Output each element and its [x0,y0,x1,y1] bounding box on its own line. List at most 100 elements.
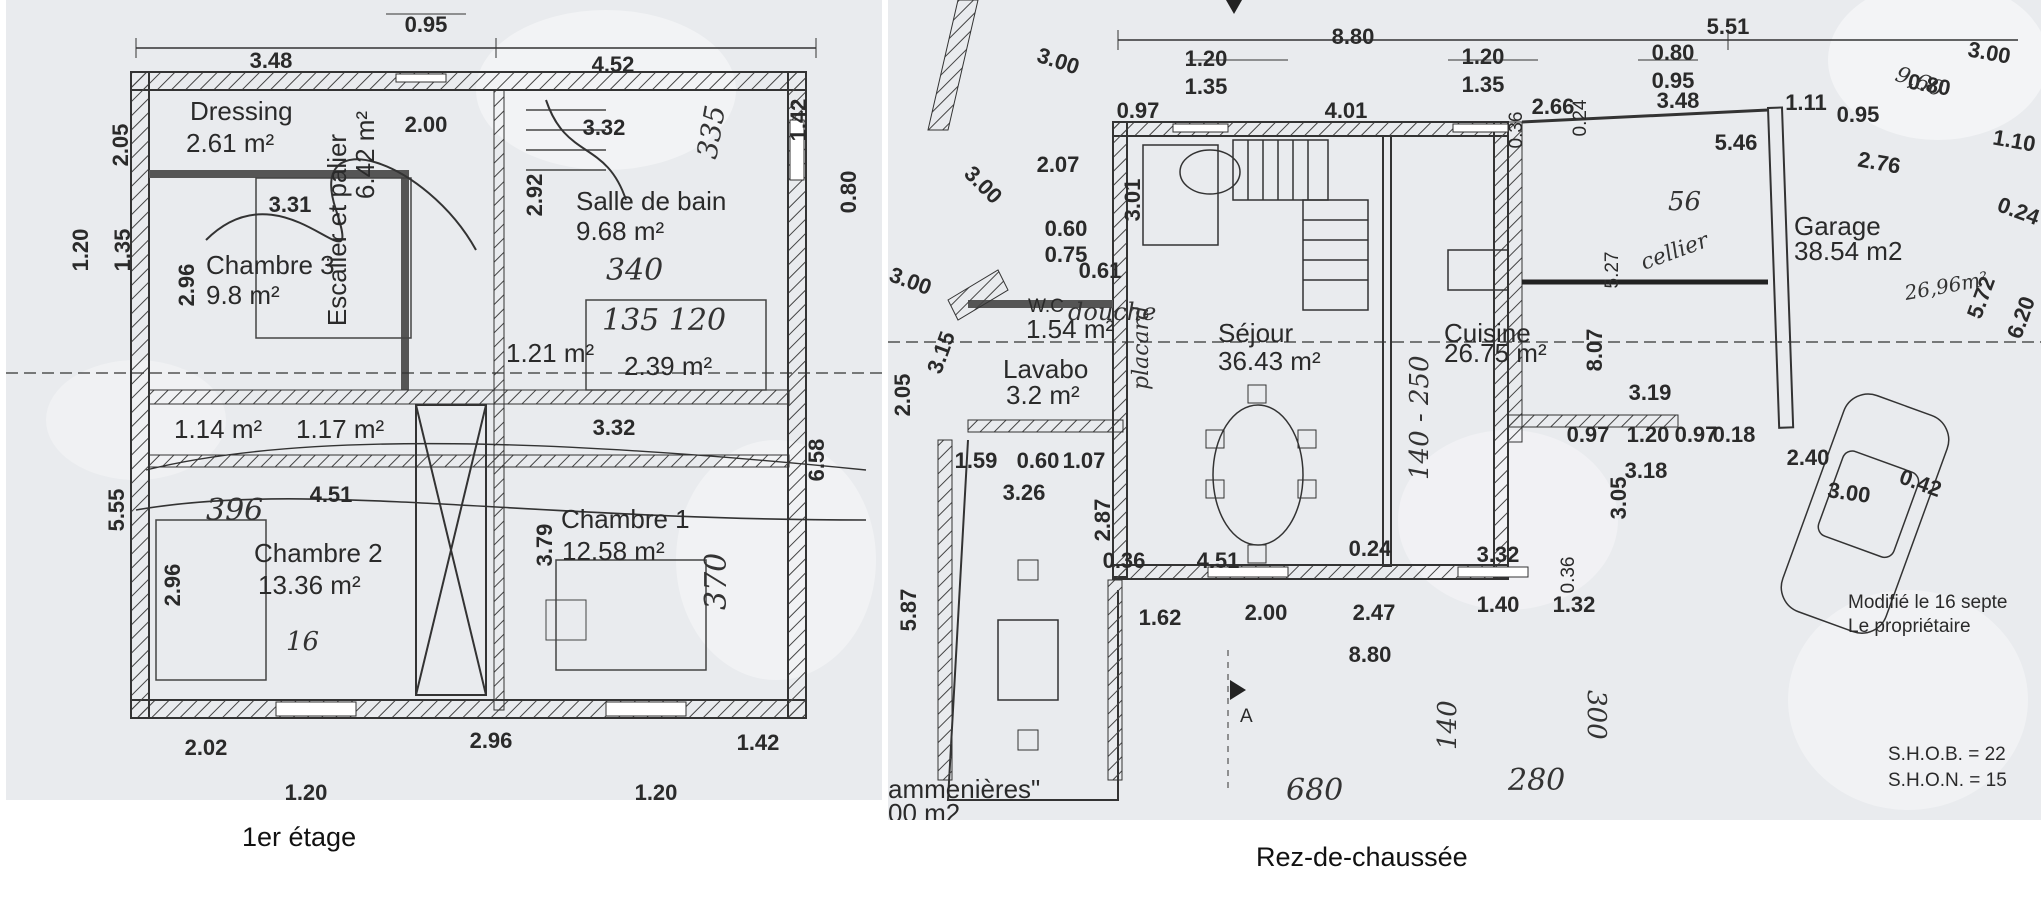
dim-label: 1.62 [1139,605,1182,630]
dim-label: 1.59 [955,448,998,473]
handwritten-note: 300 [1581,690,1611,740]
dim-label: 6.58 [804,439,829,482]
dim-label: 1.35 [1185,74,1228,99]
handwritten-note: 135 120 [602,303,726,338]
dim-label: 0.24 [1570,99,1591,136]
dim-label: 1.42 [786,99,811,142]
room-area-small-d: 2.39 m² [624,351,712,381]
handwritten-note: 140 [1433,700,1463,750]
dim-label: 1.35 [110,229,135,272]
dim-label: 1.20 [635,780,678,800]
room-label-sejour: Séjour [1218,318,1293,348]
room-area-chambre-3: 9.8 m² [206,280,280,310]
room-area-wc: 1.54 m² [1026,314,1114,344]
handwritten-note: 680 [1286,773,1343,808]
dim-label: 2.47 [1353,600,1396,625]
dim-label: 2.00 [405,112,448,137]
caption-ground-floor: Rez-de-chaussée [1256,842,1468,872]
dim-label: 0.95 [405,12,448,37]
dim-label: 3.79 [532,524,557,567]
dim-label: 2.00 [1245,600,1288,625]
dim-label: 2.96 [160,564,185,607]
room-area-chambre-1: 12.58 m² [562,536,665,566]
dim-label: 0.95 [1652,68,1695,93]
dim-label: 2.05 [890,374,915,417]
room-area-lavabo: 3.2 m² [1006,380,1080,410]
dim-label: 1.20 [1627,422,1670,447]
dim-label: 2.92 [522,174,547,217]
dim-label: 5.55 [104,489,129,532]
room-area-small-b: 1.17 m² [296,414,384,444]
handwritten-note: 56 [1668,187,1701,217]
dim-label: 3.18 [1625,458,1668,483]
room-label-outside: ammenières" [888,774,1040,804]
dim-label: 2.05 [108,124,133,167]
dim-label: 0.75 [1045,242,1088,267]
dim-label: 0.36 [1506,112,1527,149]
dim-label: 1.20 [285,780,328,800]
dim-label: 0.60 [1045,216,1088,241]
dim-label: 2.40 [1787,445,1830,470]
caption-first-floor: 1er étage [242,822,357,852]
room-label-chambre-2: Chambre 2 [254,538,383,568]
handwritten-note: 396 [206,493,263,528]
dim-label: 3.48 [1657,88,1700,113]
dim-label: 5.46 [1715,130,1758,155]
room-area-chambre-2: 13.36 m² [258,570,361,600]
dim-label: 3.01 [1120,179,1145,222]
dim-label: 1.35 [1462,72,1505,97]
room-label-bath: Salle de bain [576,186,726,216]
shob-note: S.H.O.B. = 22 [1888,744,2006,765]
dim-label: 3.00 [888,262,935,300]
dim-label: 2.96 [174,264,199,307]
dim-label: 3.19 [1629,380,1672,405]
dim-label: 2.07 [1037,152,1080,177]
dim-label: 4.01 [1325,98,1368,123]
room-label-stair: Escalier et palier [322,134,352,327]
room-area-dressing: 2.61 m² [186,128,274,158]
dim-label: 6.20 [2002,293,2040,342]
dim-label: 3.32 [1477,542,1520,567]
shon-note: S.H.O.N. = 15 [1888,770,2007,791]
dim-label: 0.36 [1558,557,1579,594]
dim-label: 3.32 [593,415,636,440]
modified-note: Modifié le 16 septe [1848,592,2008,613]
owner-note: Le propriétaire [1848,616,1971,637]
dim-label: 1.07 [1063,448,1106,473]
dim-label: 2.02 [185,735,228,760]
dim-label: 0.24 [1349,536,1393,561]
handwritten-note: douche [1068,298,1156,326]
dim-label: 1.20 [68,229,93,272]
dim-label: 0.18 [1713,422,1756,447]
dim-label: 0.95 [1837,102,1880,127]
dim-label: 3.48 [250,48,293,73]
room-label-wc: W.C [1028,296,1064,317]
first-floor-plan: 0.95 3.48 4.52 2.00 3.32 2.05 1.42 3.31 … [6,0,882,800]
dim-label: 4.51 [1197,548,1240,573]
dim-label: 3.00 [1034,42,1082,79]
room-label-lavabo: Lavabo [1003,354,1088,384]
room-area-sejour: 36.43 m² [1218,346,1321,376]
dim-label: 2.66 [1532,94,1575,119]
room-area-cuisine: 26.75 m² [1444,338,1547,368]
dim-label: 1.40 [1477,592,1520,617]
dim-label: 5.51 [1707,14,1750,39]
handwritten-note: 340 [606,253,663,288]
dim-label: 5.87 [896,589,921,632]
dim-label: 1.32 [1553,592,1596,617]
dim-label: 0.36 [1103,548,1146,573]
room-area-bath: 9.68 m² [576,216,664,246]
handwritten-note: 280 [1507,763,1565,798]
dim-label: 0.97 [1675,422,1718,447]
handwritten-note: 16 [286,627,319,657]
room-area-garage: 38.54 m2 [1794,236,1902,266]
dim-label: 3.05 [1606,477,1631,520]
dim-label: 0.42 [1896,464,1945,502]
dim-label: 5.27 [1602,252,1623,289]
section-marker: A [1240,706,1253,727]
room-label-cuisine: Cuisine [1444,318,1531,348]
handwritten-note: cellier [1638,228,1714,276]
dim-label: 4.52 [592,52,635,77]
room-label-chambre-3: Chambre 3 [206,250,335,280]
dim-label: 2.96 [470,728,513,753]
